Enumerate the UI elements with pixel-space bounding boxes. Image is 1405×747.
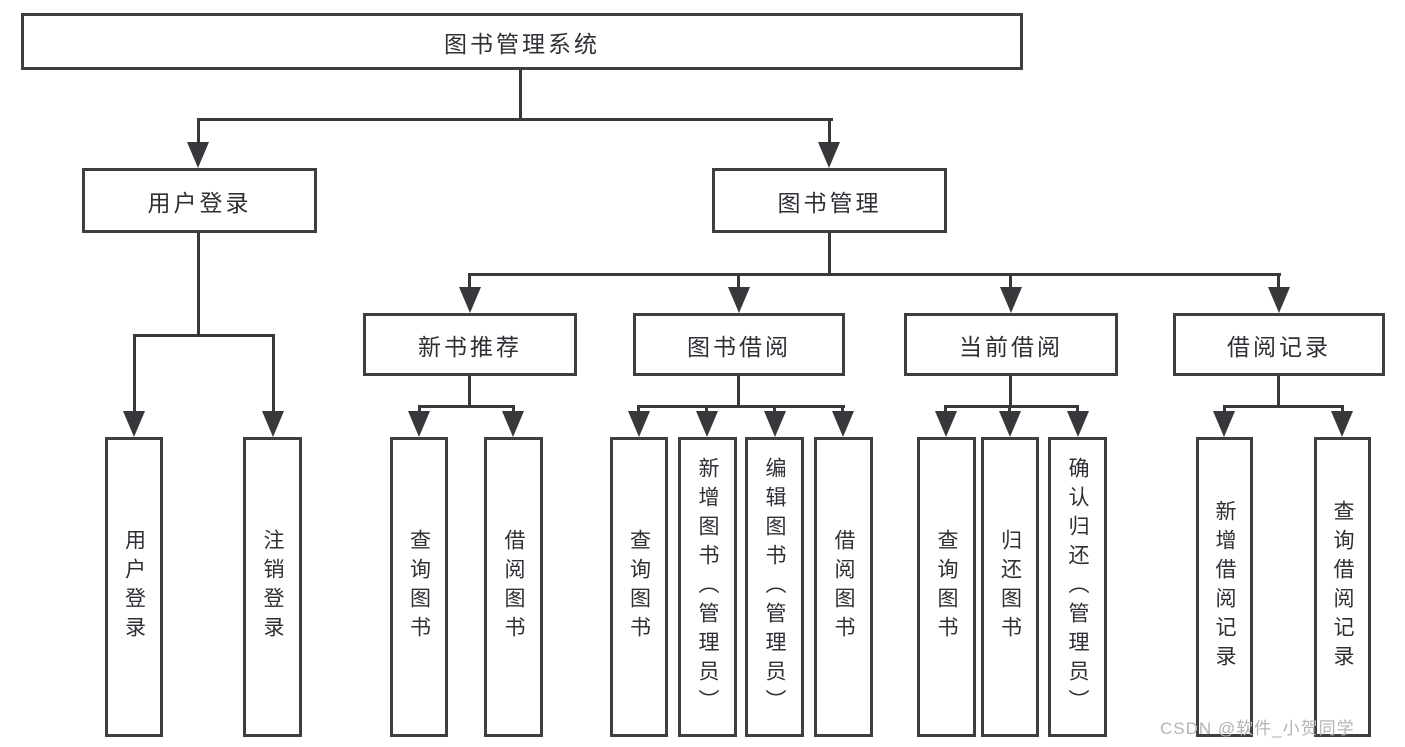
connector-line <box>468 273 1281 276</box>
leaf-borrow-edit-books-admin: 编辑图书（管理员） <box>745 437 804 737</box>
leaf-user-login: 用户登录 <box>105 437 163 737</box>
node-root: 图书管理系统 <box>21 13 1023 70</box>
arrow-down-icon <box>696 411 718 437</box>
arrow-down-icon <box>187 142 209 168</box>
connector-line <box>1009 273 1012 295</box>
arrow-down-icon <box>408 411 430 437</box>
leaf-borrow-query-books: 查询图书 <box>610 437 668 737</box>
leaf-borrow-borrow-books: 借阅图书 <box>814 437 873 737</box>
connector-line <box>944 405 1079 408</box>
arrow-down-icon <box>1000 287 1022 313</box>
arrow-down-icon <box>764 411 786 437</box>
arrow-down-icon <box>999 411 1021 437</box>
arrow-down-icon <box>1213 411 1235 437</box>
leaf-newbooks-borrow-books: 借阅图书 <box>484 437 543 737</box>
connector-line <box>1223 405 1344 408</box>
connector-line <box>197 233 200 337</box>
connector-line <box>197 118 200 150</box>
connector-line <box>133 334 136 416</box>
leaf-records-query-record: 查询借阅记录 <box>1314 437 1371 737</box>
arrow-down-icon <box>123 411 145 437</box>
node-user-login: 用户登录 <box>82 168 317 233</box>
csdn-watermark: CSDN @软件_小贺同学 <box>1160 719 1355 738</box>
connector-line <box>272 334 275 416</box>
arrow-down-icon <box>1268 287 1290 313</box>
arrow-down-icon <box>262 411 284 437</box>
node-book-borrow: 图书借阅 <box>633 313 845 376</box>
connector-line <box>468 273 471 295</box>
node-borrow-records: 借阅记录 <box>1173 313 1385 376</box>
connector-line <box>519 70 522 121</box>
arrow-down-icon <box>628 411 650 437</box>
arrow-down-icon <box>1331 411 1353 437</box>
leaf-current-return-books: 归还图书 <box>981 437 1039 737</box>
connector-line <box>1277 376 1280 408</box>
connector-line <box>828 233 831 276</box>
arrow-down-icon <box>832 411 854 437</box>
connector-line <box>737 273 740 295</box>
connector-line <box>737 376 740 408</box>
node-current-borrow: 当前借阅 <box>904 313 1118 376</box>
connector-line <box>133 334 275 337</box>
leaf-borrow-add-books-admin: 新增图书（管理员） <box>678 437 737 737</box>
arrow-down-icon <box>935 411 957 437</box>
arrow-down-icon <box>728 287 750 313</box>
connector-line <box>418 405 515 408</box>
connector-line <box>1009 376 1012 408</box>
leaf-records-add-record: 新增借阅记录 <box>1196 437 1253 737</box>
connector-line <box>637 405 845 408</box>
connector-line <box>468 376 471 408</box>
arrow-down-icon <box>818 142 840 168</box>
leaf-newbooks-query-books: 查询图书 <box>390 437 448 737</box>
connector-line <box>197 118 833 121</box>
node-new-book-recommend: 新书推荐 <box>363 313 577 376</box>
connector-line <box>828 118 831 150</box>
connector-line <box>1277 273 1280 295</box>
leaf-current-query-books: 查询图书 <box>917 437 976 737</box>
arrow-down-icon <box>1067 411 1089 437</box>
leaf-logout: 注销登录 <box>243 437 302 737</box>
arrow-down-icon <box>459 287 481 313</box>
arrow-down-icon <box>502 411 524 437</box>
node-book-management: 图书管理 <box>712 168 947 233</box>
leaf-current-confirm-return-admin: 确认归还（管理员） <box>1048 437 1107 737</box>
